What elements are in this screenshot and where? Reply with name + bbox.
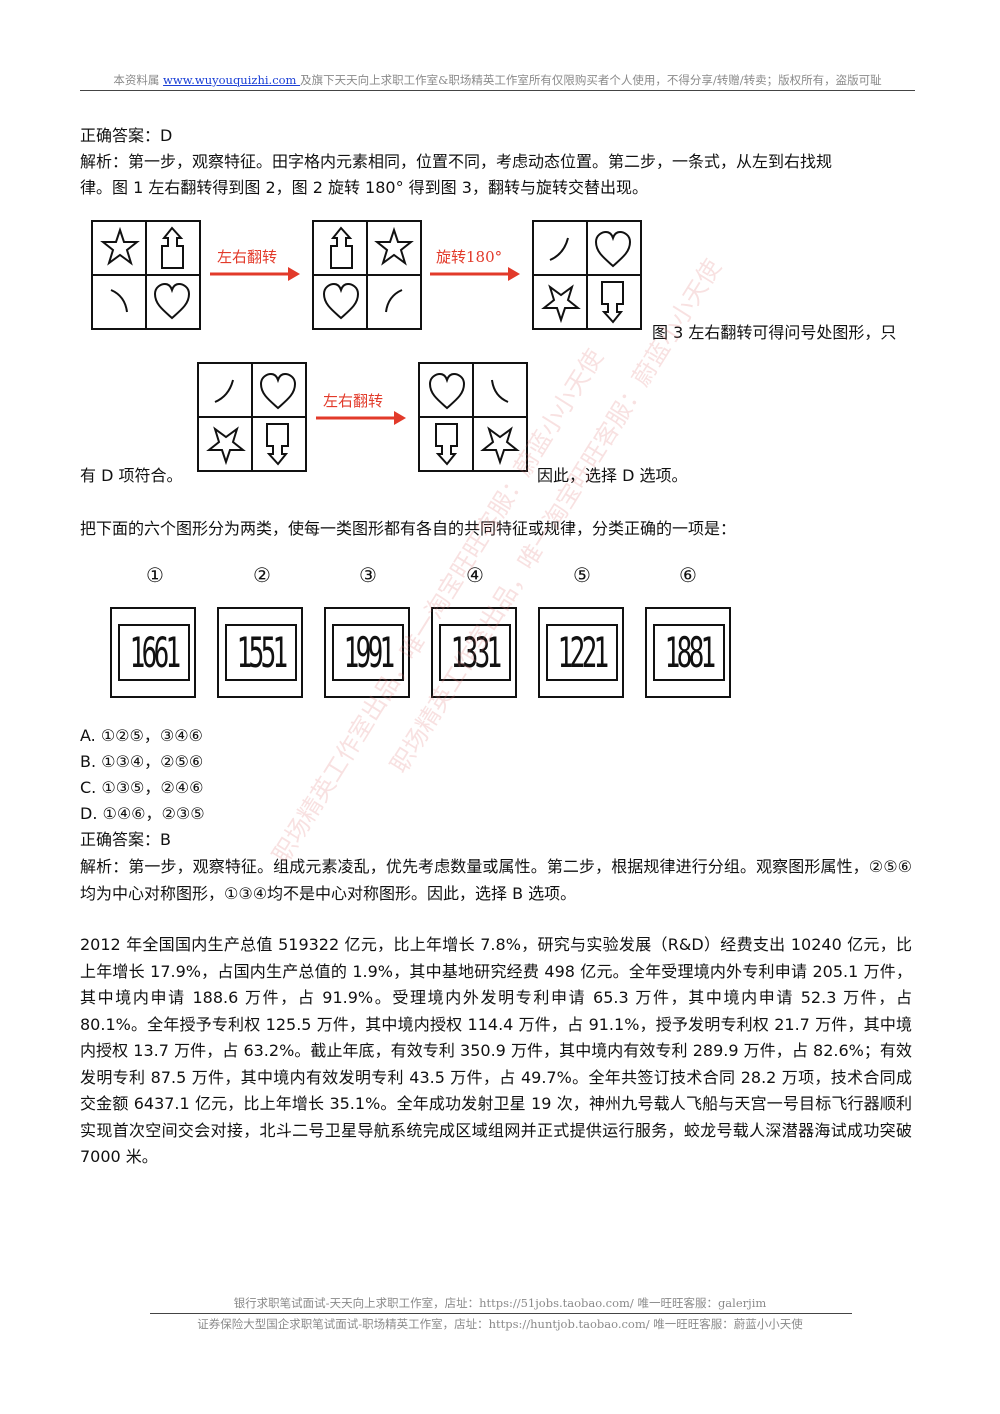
figure-label-4: ④ xyxy=(466,563,484,587)
number-figure-digits: 1661 xyxy=(130,628,182,677)
number-figure-4: 1331 xyxy=(431,607,517,698)
number-figure-2: 1551 xyxy=(217,607,303,698)
arrow2-icon xyxy=(430,267,520,281)
arrow3-icon xyxy=(316,411,406,425)
q1-text-line-end: 因此，选择 D 选项。 xyxy=(537,466,688,485)
number-figure-inner: 1331 xyxy=(439,624,511,681)
figure-1-grid xyxy=(93,222,199,328)
number-figure-digits: 1881 xyxy=(665,628,717,677)
heart-icon xyxy=(594,230,632,268)
heart-icon xyxy=(428,372,466,410)
arrow1-icon xyxy=(210,267,300,281)
figure-label-2: ② xyxy=(253,563,271,587)
heart-icon xyxy=(259,372,297,410)
figure-label-1: ① xyxy=(146,563,164,587)
star-icon xyxy=(541,284,581,324)
q2-analysis: 解析：第一步，观察特征。组成元素凌乱，优先考虑数量或属性。第二步，根据规律进行分… xyxy=(80,857,912,903)
arc-icon xyxy=(491,379,509,403)
figure-3 xyxy=(532,220,642,330)
star-icon xyxy=(374,226,414,266)
number-figure-digits: 1331 xyxy=(451,628,503,677)
figure-label-5: ⑤ xyxy=(573,563,591,587)
header-suffix: 及旗下天天向上求职工作室&职场精英工作室所有仅限购买者个人使用，不得分享/转赠/… xyxy=(300,73,882,87)
arrow-up-icon xyxy=(161,226,184,269)
figure-label-6: ⑥ xyxy=(679,563,697,587)
footer-line1: 银行求职笔试面试-天天向上求职工作室，店址：https://51jobs.tao… xyxy=(233,1296,767,1310)
number-figure-inner: 1221 xyxy=(546,624,618,681)
arrow-down-icon xyxy=(601,281,624,324)
figure-3-grid xyxy=(534,222,640,328)
arrow2-label: 旋转180° xyxy=(436,248,503,266)
header-link[interactable]: www.wuyouquizhi.com xyxy=(163,73,301,87)
number-figure-inner: 1661 xyxy=(118,624,190,681)
arrow-down-icon xyxy=(266,423,289,466)
figure-result xyxy=(418,362,528,472)
q1-text-after-fig3: 图 3 左右翻转可得问号处图形，只 xyxy=(652,323,897,342)
q1-text-line-start: 有 D 项符合。 xyxy=(80,466,183,485)
q2-answer: 正确答案：B xyxy=(80,830,171,849)
arrow-up-icon xyxy=(330,226,353,269)
figure-3-copy-grid xyxy=(199,364,305,470)
number-figure-1: 1661 xyxy=(110,607,196,698)
figure-result-grid xyxy=(420,364,526,470)
option-b: B. ①③④，②⑤⑥ xyxy=(80,752,204,771)
figure-3-copy xyxy=(197,362,307,472)
arc-icon xyxy=(110,289,128,313)
number-figure-inner: 1551 xyxy=(225,624,297,681)
number-figure-digits: 1551 xyxy=(237,628,289,677)
q1-analysis-line1: 解析：第一步，观察特征。田字格内元素相同，位置不同，考虑动态位置。第二步，一条式… xyxy=(80,152,833,171)
data-passage: 2012 年全国国内生产总值 519322 亿元，比上年增长 7.8%，研究与实… xyxy=(80,935,912,1166)
option-c: C. ①③⑤，②④⑥ xyxy=(80,778,204,797)
star-icon xyxy=(206,426,246,466)
number-figure-digits: 1991 xyxy=(344,628,396,677)
number-figure-6: 1881 xyxy=(645,607,731,698)
arc-icon xyxy=(549,237,569,261)
number-figure-3: 1991 xyxy=(324,607,410,698)
arc-icon xyxy=(214,379,234,403)
number-figure-inner: 1881 xyxy=(653,624,725,681)
arrow-down-icon xyxy=(435,423,458,466)
q1-answer: 正确答案：D xyxy=(80,126,173,145)
q1-analysis-line2: 律。图 1 左右翻转得到图 2，图 2 旋转 180° 得到图 3，翻转与旋转交… xyxy=(80,178,648,197)
footer-divider xyxy=(150,1313,852,1314)
arc-icon xyxy=(385,289,403,313)
footer-line2: 证券保险大型国企求职笔试面试-职场精英工作室，店址：https://huntjo… xyxy=(197,1317,803,1331)
number-figure-digits: 1221 xyxy=(558,628,610,677)
figure-1 xyxy=(91,220,201,330)
q2-question: 把下面的六个图形分为两类，使每一类图形都有各自的共同特征或规律，分类正确的一项是… xyxy=(80,519,737,538)
header-prefix: 本资料属 xyxy=(113,73,164,87)
heart-icon xyxy=(153,282,191,320)
figure-2-grid xyxy=(314,222,420,328)
heart-icon xyxy=(322,282,360,320)
number-figure-5: 1221 xyxy=(538,607,624,698)
number-figure-inner: 1991 xyxy=(332,624,404,681)
arrow1-label: 左右翻转 xyxy=(217,248,278,266)
header-divider xyxy=(80,90,915,91)
arrow3-label: 左右翻转 xyxy=(323,392,384,410)
option-a: A. ①②⑤，③④⑥ xyxy=(80,726,203,745)
figure-2 xyxy=(312,220,422,330)
option-d: D. ①④⑥，②③⑤ xyxy=(80,804,205,823)
star-icon xyxy=(100,226,140,266)
page-header: 本资料属 www.wuyouquizhi.com 及旗下天天向上求职工作室&职场… xyxy=(80,72,915,88)
star-icon xyxy=(480,426,520,466)
figure-label-3: ③ xyxy=(359,563,377,587)
